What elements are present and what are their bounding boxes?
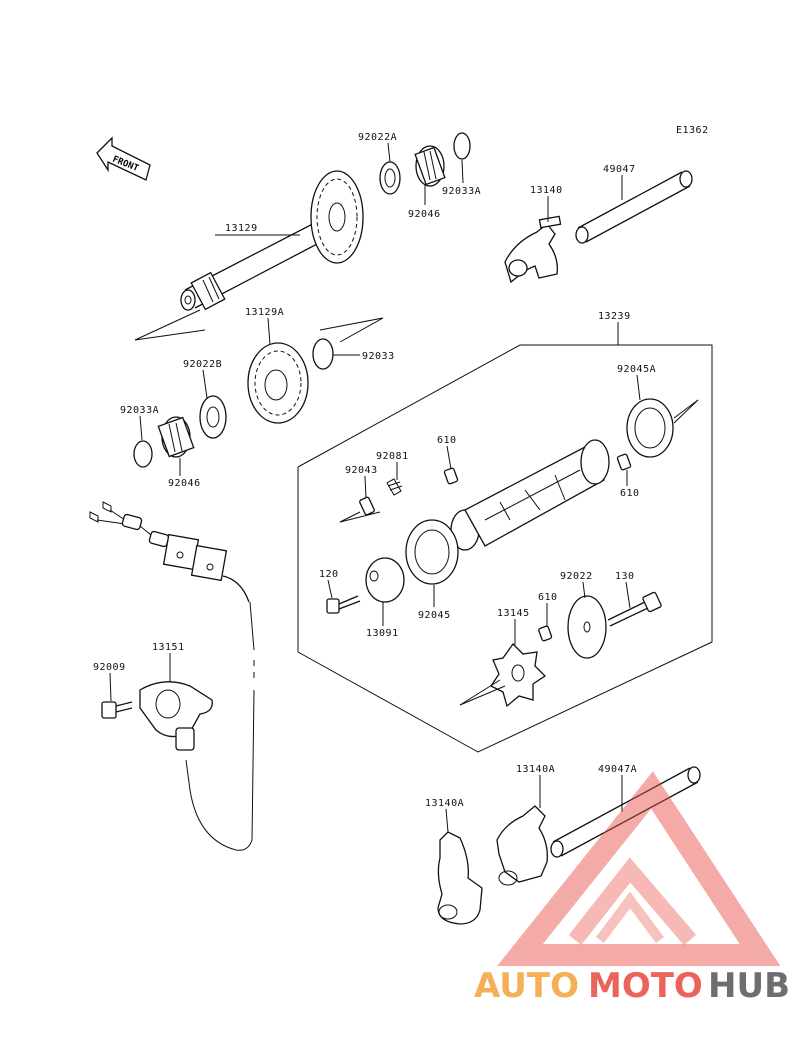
pin-92043 xyxy=(359,496,375,516)
label-13129: 13129 xyxy=(225,223,258,234)
label-92033: 92033 xyxy=(362,351,395,362)
label-130: 130 xyxy=(615,571,635,582)
bearing-92045 xyxy=(405,519,459,585)
shift-fork-13140 xyxy=(504,215,562,284)
gear-13129 xyxy=(310,170,364,264)
diagram-id: E1362 xyxy=(676,125,709,136)
pin-610-b xyxy=(616,453,632,471)
rod-49047 xyxy=(575,170,693,244)
star-plate-13145 xyxy=(490,642,547,708)
pin-610-a xyxy=(443,467,459,485)
label-120: 120 xyxy=(319,569,339,580)
label-610-c: 610 xyxy=(538,592,558,603)
label-13129A: 13129A xyxy=(245,307,284,318)
label-92045A: 92045A xyxy=(617,364,656,375)
watermark-part1: AUTO xyxy=(474,966,579,1006)
pin-610-c xyxy=(538,625,553,642)
circlip-92033A-top xyxy=(453,132,471,160)
washer-92022 xyxy=(567,595,607,659)
gear-13129A xyxy=(247,342,309,424)
switch-13151 xyxy=(139,681,213,751)
bolt-130 xyxy=(607,591,662,627)
screw-92009 xyxy=(101,701,133,719)
bolt-120 xyxy=(326,595,361,614)
label-92081: 92081 xyxy=(376,451,409,462)
label-92022: 92022 xyxy=(560,571,593,582)
label-92033A-top: 92033A xyxy=(442,186,481,197)
label-49047: 49047 xyxy=(603,164,636,175)
label-13239: 13239 xyxy=(598,311,631,322)
label-92022A: 92022A xyxy=(358,132,397,143)
label-92045: 92045 xyxy=(418,610,451,621)
label-13145: 13145 xyxy=(497,608,530,619)
label-92046-top: 92046 xyxy=(408,209,441,220)
label-49047A: 49047A xyxy=(598,764,637,775)
shift-drum xyxy=(450,439,610,551)
wiring-harness xyxy=(89,501,255,851)
front-arrow-icon: FRONT xyxy=(96,136,151,181)
shift-fork-13140A-left xyxy=(437,831,483,925)
label-13140A-right: 13140A xyxy=(516,764,555,775)
washer-92022B xyxy=(199,395,227,439)
label-13140A-left: 13140A xyxy=(425,798,464,809)
washer-92022A xyxy=(379,161,401,195)
automotohub-logo: AUTO MOTO HUB xyxy=(474,771,790,1006)
label-13151: 13151 xyxy=(152,642,185,653)
label-92046-left: 92046 xyxy=(168,478,201,489)
cam-13091 xyxy=(365,557,405,603)
label-92043: 92043 xyxy=(345,465,378,476)
label-92033A-left: 92033A xyxy=(120,405,159,416)
needle-bearing-92046-left xyxy=(157,416,195,458)
circlip-92033A-left xyxy=(133,440,153,468)
label-92022B: 92022B xyxy=(183,359,222,370)
spring-92081 xyxy=(386,478,403,496)
circlip-92033 xyxy=(312,338,334,370)
label-610-a: 610 xyxy=(437,435,457,446)
watermark-part3: HUB xyxy=(708,966,790,1006)
label-13140: 13140 xyxy=(530,185,563,196)
needle-bearing-92046-top xyxy=(414,145,446,187)
label-92009: 92009 xyxy=(93,662,126,673)
assembly-box-13239 xyxy=(297,344,713,753)
watermark-part2: MOTO xyxy=(588,966,703,1006)
shift-fork-13140A-right xyxy=(496,805,548,886)
label-610-b: 610 xyxy=(620,488,640,499)
label-13091: 13091 xyxy=(366,628,399,639)
bearing-92045A xyxy=(626,398,674,458)
